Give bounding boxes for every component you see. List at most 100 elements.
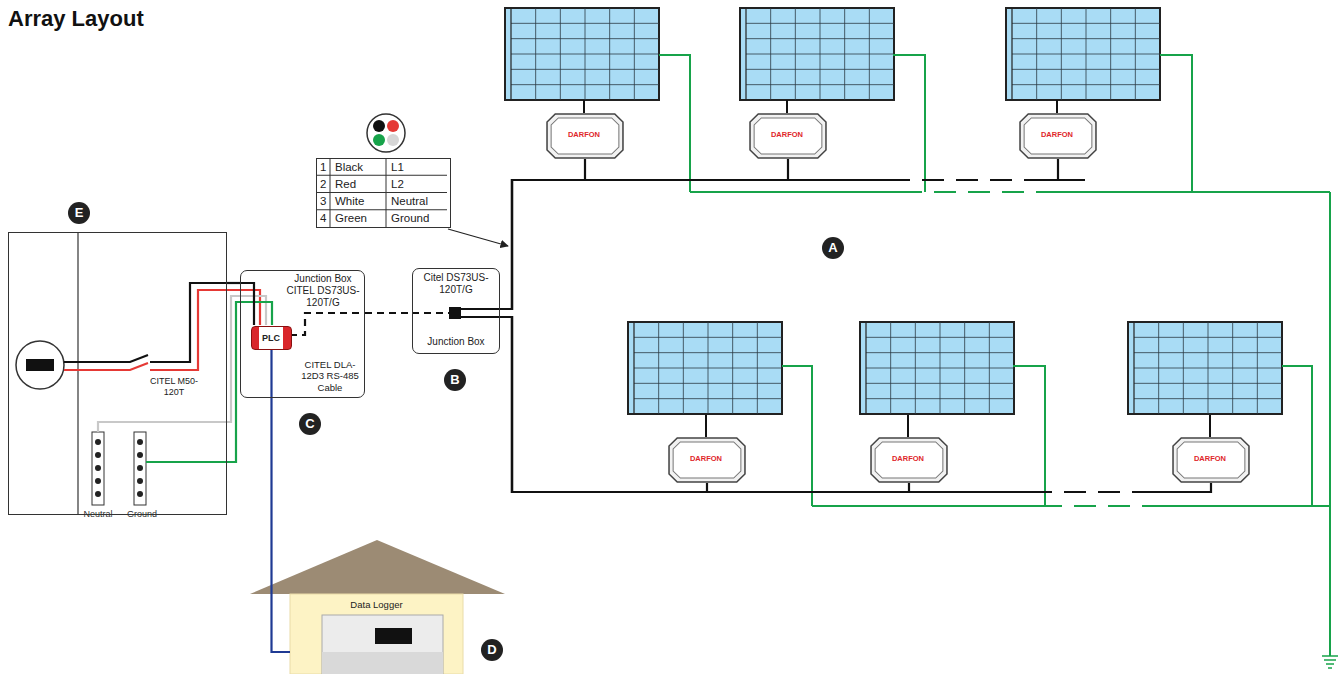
cell-line	[634, 398, 782, 399]
table-cell: Green	[335, 212, 389, 226]
cell-line	[746, 54, 894, 55]
ac-trunk-cable	[500, 159, 1058, 309]
cell-line	[1134, 383, 1282, 384]
bus-label: Neutral	[76, 509, 120, 519]
cell-line	[746, 84, 894, 85]
table-cell: Red	[335, 178, 389, 192]
callout-letter: C	[299, 413, 321, 435]
node-text: DARFON	[1172, 454, 1248, 463]
panel-divider	[77, 232, 78, 515]
cell-line	[609, 8, 610, 100]
table-cell: 1	[320, 161, 332, 175]
table-cell: 2	[320, 178, 332, 192]
cell-line	[1110, 8, 1111, 100]
solar-module	[505, 8, 659, 100]
cell-line	[844, 8, 845, 100]
ac-trunk-cable	[500, 159, 788, 309]
solar-module	[1128, 322, 1282, 414]
node-text: Junction Box CITEL DS73US-120T/G	[283, 273, 363, 309]
frame-line	[1133, 322, 1134, 414]
table-cell: 3	[320, 195, 332, 209]
dash-gap	[978, 178, 990, 183]
cell-line	[634, 383, 782, 384]
cell-line	[1134, 368, 1282, 369]
plc-module: PLC	[251, 326, 292, 350]
dash-gap	[1120, 490, 1132, 495]
feeder-wires	[64, 283, 365, 462]
service-panel: CITEL M50-120T	[8, 232, 227, 515]
cell-line	[1012, 54, 1160, 55]
cell-line	[634, 368, 782, 369]
node-text: DARFON	[870, 454, 946, 463]
module-leads	[584, 100, 1210, 492]
cell-line	[1012, 69, 1160, 70]
table-cell: L1	[391, 161, 449, 175]
meter-display	[26, 359, 54, 371]
connector-face	[367, 114, 405, 152]
cell-line	[964, 322, 965, 414]
cell-line	[866, 398, 1014, 399]
microinverter: DARFON	[870, 437, 948, 483]
wire-color-table: 1BlackL12RedL23WhiteNeutral4GreenGround	[316, 158, 451, 228]
dash-gap	[1052, 490, 1064, 495]
table-cell: White	[335, 195, 389, 209]
ac-trunk-cable	[227, 282, 240, 284]
cell-line	[989, 322, 990, 414]
ac-trunk-cable	[500, 317, 1211, 492]
cell-line	[511, 84, 659, 85]
node-text: DARFON	[546, 130, 622, 139]
cell-line	[866, 368, 1014, 369]
node-text: DARFON	[749, 130, 825, 139]
dash-gap	[1012, 178, 1024, 183]
node-text: Citel DS73US-120T/G	[415, 272, 497, 296]
cell-line	[1012, 84, 1160, 85]
solar-module	[740, 8, 894, 100]
dash-gap	[944, 178, 956, 183]
frame-line	[745, 8, 746, 100]
solar-panels	[505, 8, 1282, 414]
cell-line	[732, 322, 733, 414]
callout-letter: A	[822, 237, 844, 259]
microinverter: DARFON	[546, 113, 624, 159]
ac-trunk-cable	[365, 312, 412, 314]
solar-module	[1006, 8, 1160, 100]
node-text: Junction Box	[415, 336, 497, 348]
junction-box: PLCJunction Box CITEL DS73US-120T/GCITEL…	[240, 270, 365, 398]
diagram-title: Array Layout	[8, 6, 144, 32]
cell-line	[634, 8, 635, 100]
cell-line	[1232, 322, 1233, 414]
cell-line	[869, 8, 870, 100]
cell-line	[757, 322, 758, 414]
callout-letter: D	[481, 639, 503, 661]
bus-bars	[92, 432, 146, 505]
pointer-arrow	[448, 229, 508, 246]
ground-wires	[659, 55, 1330, 656]
microinverter: DARFON	[1172, 437, 1250, 483]
solar-module	[628, 322, 782, 414]
cell-line	[511, 69, 659, 70]
cell-line	[746, 69, 894, 70]
node-text: PLC	[252, 333, 290, 344]
cell-line	[1135, 8, 1136, 100]
house	[250, 540, 505, 674]
microinverter: DARFON	[1019, 113, 1097, 159]
solar-module	[860, 322, 1014, 414]
microinverter: DARFON	[668, 437, 746, 483]
earth-symbol	[1322, 656, 1338, 668]
frame-line	[865, 322, 866, 414]
node-text: DARFON	[668, 454, 744, 463]
table-cell: Neutral	[391, 195, 449, 209]
cell-line	[511, 54, 659, 55]
junction-box: Citel DS73US-120T/G Junction Box	[412, 268, 500, 354]
cell-line	[1257, 322, 1258, 414]
frame-line	[510, 8, 511, 100]
surge-protector	[412, 307, 500, 319]
dash-gap	[1086, 490, 1098, 495]
table-cell: Ground	[391, 212, 449, 226]
table-cell: Black	[335, 161, 389, 175]
table-cell: L2	[391, 178, 449, 192]
node-text: DARFON	[1019, 130, 1095, 139]
utility-meter	[16, 341, 64, 389]
